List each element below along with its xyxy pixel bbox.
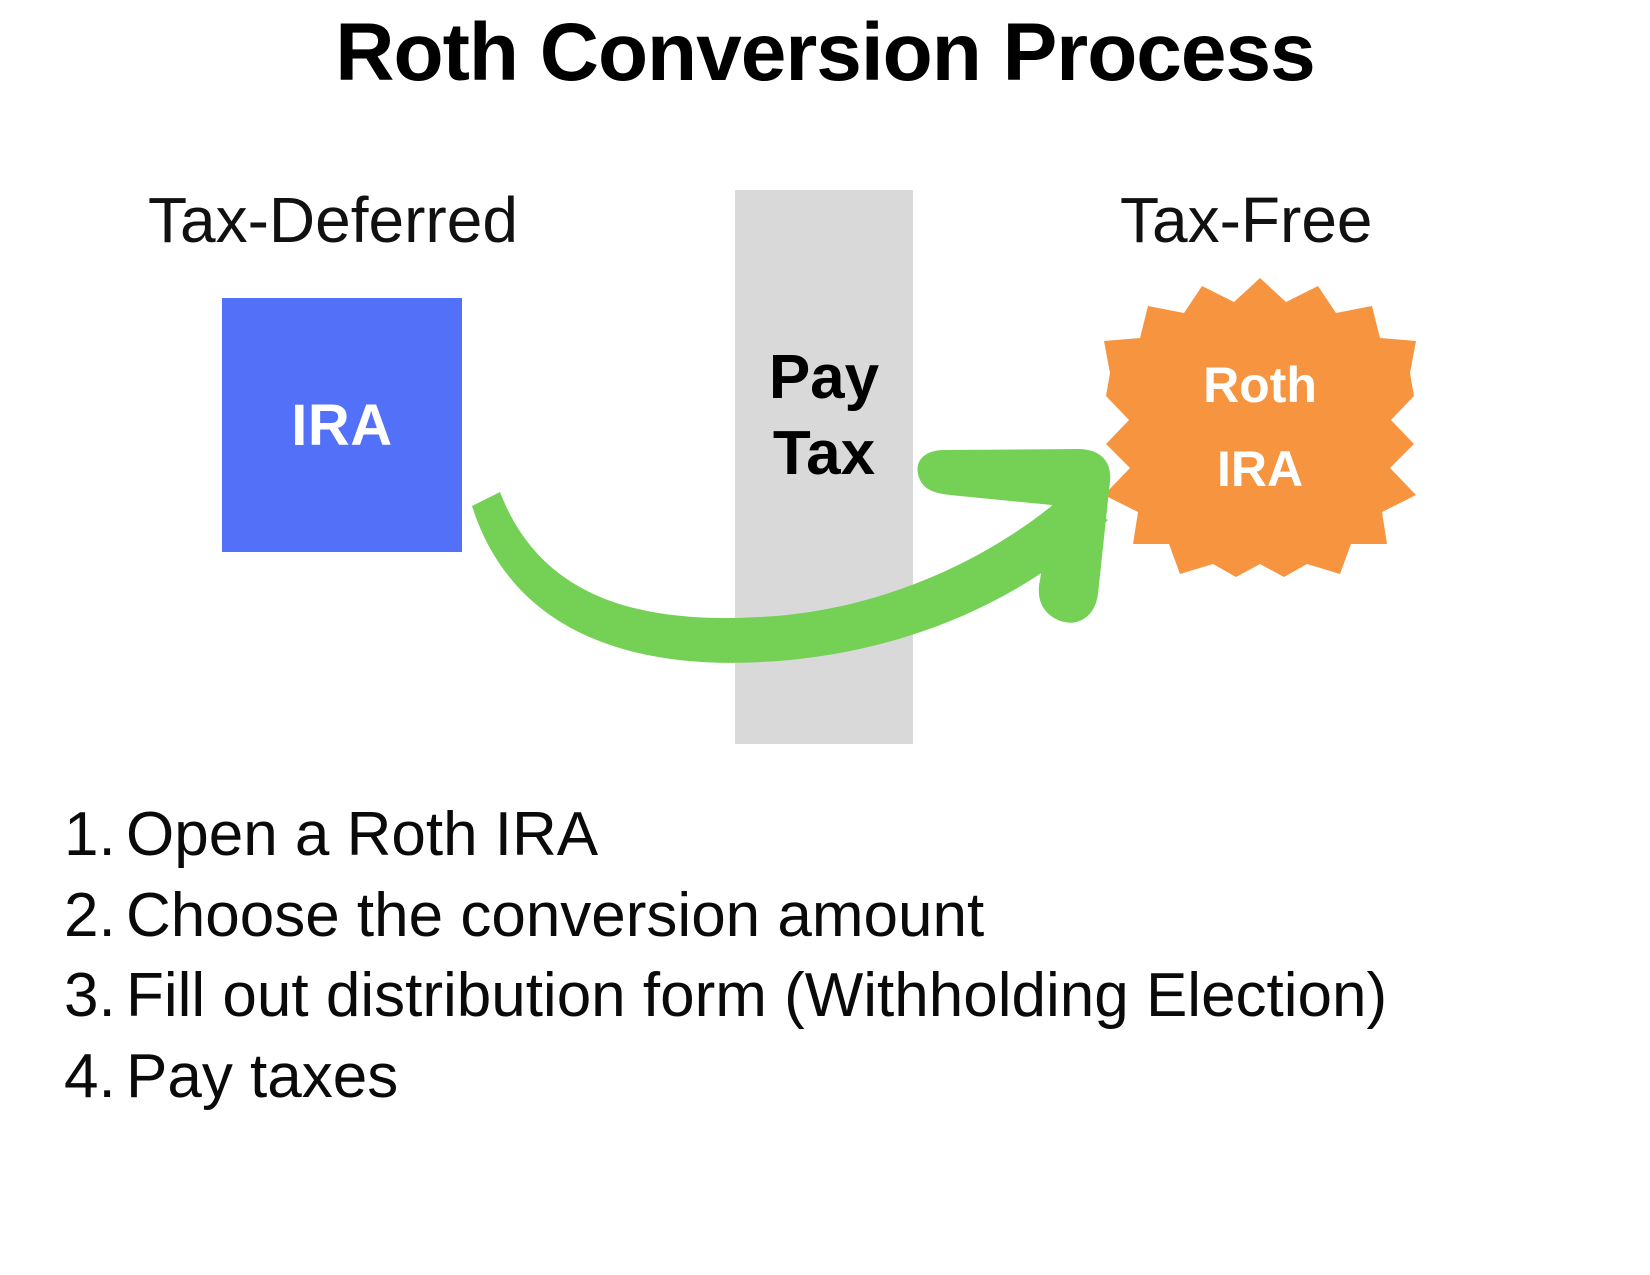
tax-deferred-label: Tax-Deferred	[148, 184, 518, 256]
tax-free-label: Tax-Free	[1120, 184, 1373, 256]
step-text: Open a Roth IRA	[126, 800, 599, 869]
ira-account-box: IRA	[222, 298, 462, 552]
list-item: 3. Fill out distribution form (Withholdi…	[64, 956, 1624, 1037]
list-item: 4. Pay taxes	[64, 1037, 1624, 1118]
ira-box-label: IRA	[291, 392, 393, 458]
roth-ira-starburst: Roth IRA	[1100, 272, 1420, 582]
step-number: 2.	[64, 880, 116, 950]
steps-list: 1. Open a Roth IRA 2. Choose the convers…	[64, 795, 1624, 1117]
pay-tax-label-line2: Tax	[772, 418, 876, 488]
step-number: 1.	[64, 800, 116, 869]
step-number: 3.	[64, 961, 116, 1031]
roth-conversion-diagram: Tax-Deferred Tax-Free IRA Pay Tax Roth I…	[148, 184, 1420, 744]
step-text: Choose the conversion amount	[126, 880, 985, 950]
list-item: 1. Open a Roth IRA	[64, 795, 1624, 876]
step-text: Fill out distribution form (Withholding …	[126, 961, 1388, 1031]
list-item: 2. Choose the conversion amount	[64, 876, 1624, 957]
step-number: 4.	[64, 1041, 116, 1111]
pay-tax-bar: Pay Tax	[735, 190, 913, 744]
pay-tax-label-line1: Pay	[768, 343, 880, 412]
step-text: Pay taxes	[126, 1041, 399, 1111]
page-title: Roth Conversion Process	[335, 7, 1315, 98]
starburst-icon	[1104, 278, 1416, 577]
